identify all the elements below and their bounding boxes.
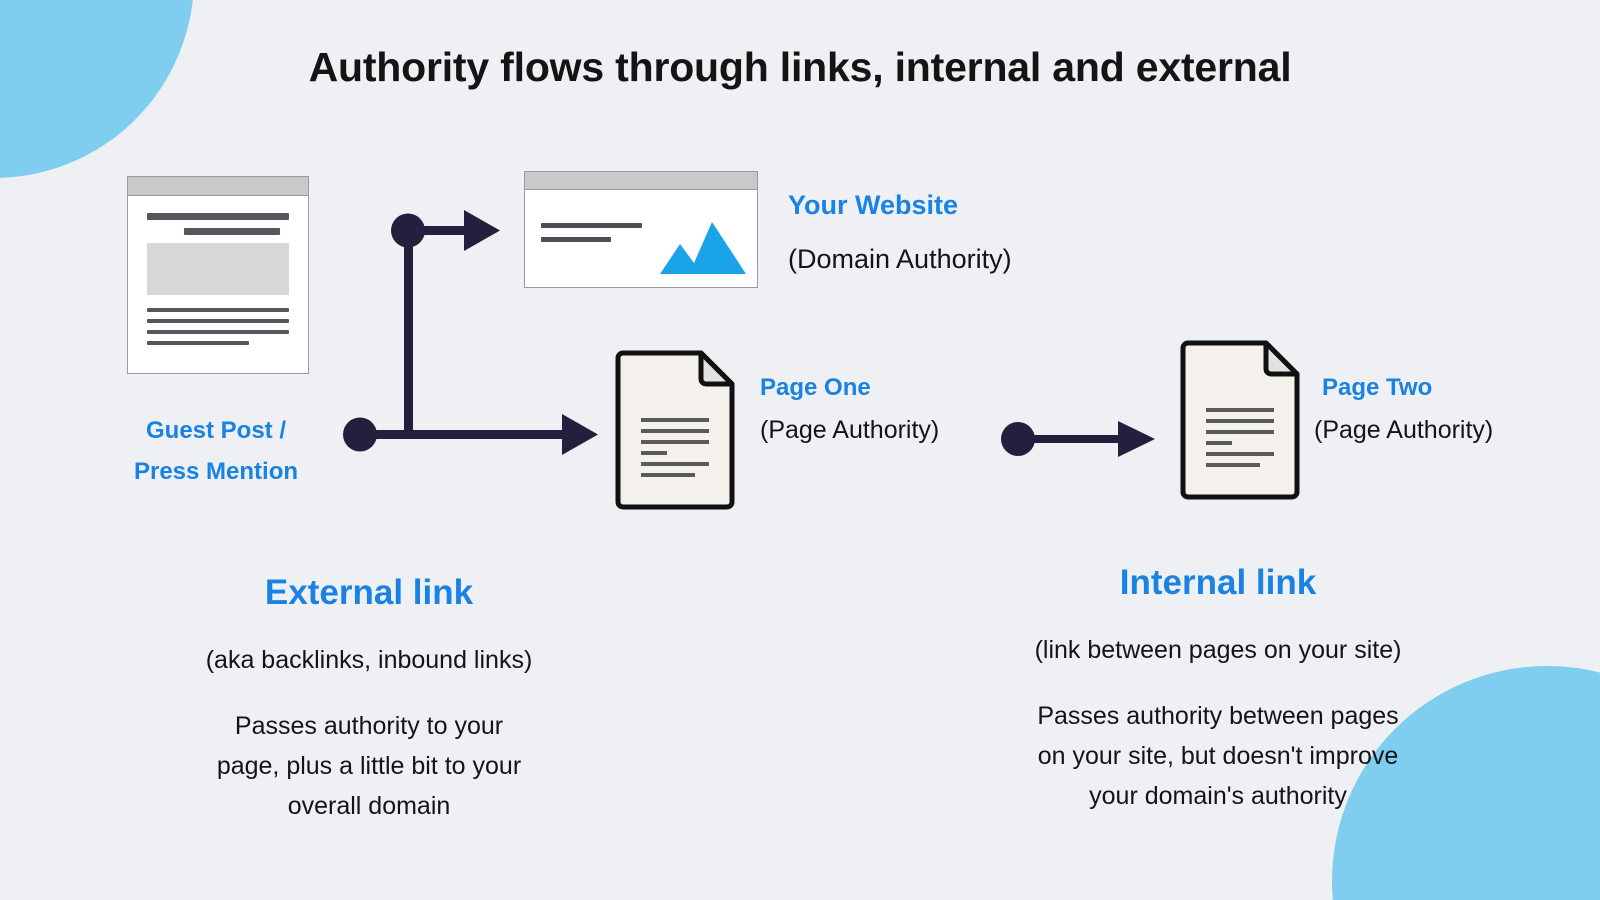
placeholder-text-line	[147, 308, 289, 312]
window-content	[525, 190, 757, 287]
internal-link-heading: Internal link	[1119, 563, 1317, 602]
placeholder-text-line	[147, 330, 289, 334]
guest-post-label-line-1: Guest Post /	[145, 417, 287, 444]
placeholder-text-line	[147, 341, 250, 345]
page-two-document-icon	[1180, 340, 1300, 500]
placeholder-text-line	[147, 319, 289, 323]
guest-post-label-line-2: Press Mention	[133, 458, 299, 486]
page-two-label: Page Two	[1322, 374, 1433, 401]
internal-link-subtitle: (link between pages on your site)	[1034, 636, 1402, 664]
guest-post-label: Guest Post / Press Mention	[76, 410, 356, 493]
placeholder-image-block	[147, 243, 289, 295]
window-title-bar	[128, 177, 308, 196]
external-link-subtitle: (aka backlinks, inbound links)	[205, 646, 533, 674]
placeholder-heading-line	[147, 213, 289, 220]
window-content	[128, 196, 308, 373]
placeholder-subheading-line	[183, 228, 281, 235]
page-one-sublabel: (Page Authority)	[760, 416, 940, 444]
your-website-sublabel: (Domain Authority)	[788, 244, 1012, 274]
page-one-label: Page One	[760, 374, 871, 401]
body-line: on your site, but doesn't improve	[1037, 742, 1399, 770]
body-line: overall domain	[287, 792, 451, 820]
internal-link-body: Passes authority between pages on your s…	[985, 696, 1451, 816]
internal-link-section: Internal link (link between pages on you…	[985, 563, 1451, 816]
external-link-arrow	[343, 210, 598, 455]
page-one-document-icon	[615, 350, 735, 510]
your-website-label: Your Website	[788, 190, 959, 220]
body-line: Passes authority between pages	[1037, 702, 1399, 730]
mountain-image-icon	[660, 222, 746, 274]
body-line: page, plus a little bit to your	[216, 752, 522, 780]
internal-link-arrow	[1001, 421, 1155, 457]
external-link-heading: External link	[264, 573, 474, 612]
placeholder-text-line	[541, 223, 642, 228]
body-line: your domain's authority	[1089, 782, 1347, 810]
external-link-body: Passes authority to your page, plus a li…	[136, 706, 602, 826]
your-website-window-icon	[524, 171, 758, 288]
page-title: Authority flows through links, internal …	[308, 44, 1292, 90]
body-line: Passes authority to your	[234, 712, 504, 740]
window-title-bar	[525, 172, 757, 190]
placeholder-text-group	[541, 223, 642, 251]
guest-post-window-icon	[127, 176, 309, 374]
page-two-sublabel: (Page Authority)	[1314, 416, 1494, 444]
external-link-section: External link (aka backlinks, inbound li…	[136, 573, 602, 826]
placeholder-text-line	[541, 237, 611, 242]
